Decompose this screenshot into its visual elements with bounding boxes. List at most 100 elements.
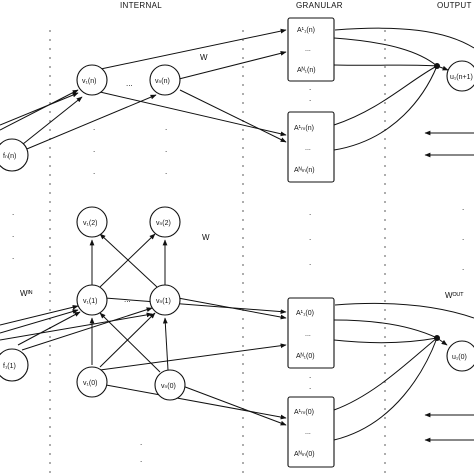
edge-input-to-v1n	[0, 89, 79, 131]
vdot-b: .	[93, 145, 95, 154]
w-label-top: W	[200, 53, 208, 62]
vdot-k: .	[309, 233, 311, 242]
vdot-j: .	[309, 208, 311, 217]
node-vN-1-label: vₙ(1)	[156, 298, 171, 305]
box-bottom-upper	[287, 297, 335, 369]
edge-v1-1-to-box-upper	[104, 297, 287, 314]
vdot-h: .	[12, 230, 14, 239]
vdot-m: .	[462, 203, 464, 212]
vdot-a: .	[93, 123, 95, 132]
vdots-bottom-box-1: .	[309, 371, 311, 380]
edge-box-b-upper-to-output-b	[333, 337, 438, 344]
node-v1-0-label: v₁(0)	[83, 380, 97, 387]
box-bottom-upper-line3: Aᴺ₁(0)	[296, 353, 315, 360]
edge-box-upper-to-output	[333, 37, 438, 67]
edge-vN-0-to-box-lower	[179, 384, 287, 426]
box-bottom-upper-line1: A¹₁(0)	[296, 310, 314, 317]
vdot-d: .	[165, 123, 167, 132]
box-top-lower-line1: A¹ₘ(n)	[294, 125, 314, 132]
box-bottom-upper-line2: ...	[305, 331, 311, 338]
box-top-lower-line3: Aᴺₘ(n)	[294, 167, 315, 174]
edge-box-upper-to-output-b	[333, 64, 438, 67]
vdot-i: .	[12, 252, 14, 261]
column-separators	[49, 30, 386, 474]
edge-box-b-lower-to-output	[333, 337, 438, 411]
edge-vN-1-to-v1-2	[99, 233, 158, 288]
vdots-top-box-1: .	[309, 83, 311, 92]
w-label-middle: W	[202, 233, 210, 242]
vdot-c: .	[93, 167, 95, 176]
edge-vN-0-to-vN-1	[162, 317, 169, 371]
edge-in-2	[0, 309, 79, 334]
vdot-g: .	[12, 208, 14, 217]
vdot-l: .	[309, 258, 311, 267]
node-fn	[0, 138, 29, 172]
edge-vN-to-box-lower	[179, 89, 287, 143]
node-v1-1-label: v₁(1)	[83, 298, 97, 305]
edge-f1-to-v1-1	[17, 311, 81, 346]
w-out-label: Wᴼᵁᵀ	[445, 291, 464, 300]
edge-vN-to-box-upper	[174, 50, 287, 81]
header-internal: INTERNAL	[120, 1, 162, 10]
node-v1-1	[76, 284, 108, 316]
node-v1n	[76, 64, 108, 96]
box-top-upper-line1: A¹₁(n)	[297, 27, 315, 34]
node-v1-0	[76, 366, 108, 398]
node-v1-2-label: v₁(2)	[83, 220, 97, 227]
box-top-upper-line3: Aᴺ₁(n)	[297, 67, 316, 74]
vdot-f: .	[165, 167, 167, 176]
vdots-top-box-2: .	[309, 94, 311, 103]
w-in-label: Wᴵᴺ	[20, 289, 33, 298]
vdots-bottom-box-2: .	[309, 382, 311, 391]
box-top-upper-line2: ...	[305, 46, 311, 53]
vdot-e: .	[165, 145, 167, 154]
box-bottom-lower	[287, 396, 335, 468]
edge-v1-1-to-vN-2	[99, 233, 156, 288]
node-output-bottom	[446, 340, 474, 372]
vertical-dots: . . . . . . . . . . . . . . . . .	[12, 123, 464, 464]
top-section: fₙ(n) v₁(n) vₙ(n) ... W A¹₁(n) ... Aᴺ₁(n…	[0, 17, 474, 183]
edge-box-b-upper-to-output	[333, 319, 438, 339]
edge-vN-0-to-v1-1	[99, 312, 161, 373]
edge-vN-1-to-box-upper	[177, 297, 287, 320]
edge-v1-to-box-lower	[99, 91, 287, 137]
node-output-bottom-label: u₁(0)	[452, 354, 467, 361]
edge-in-1	[0, 304, 79, 326]
node-vN-2-label: vₙ(2)	[156, 220, 171, 227]
header-granular: GRANULAR	[296, 1, 343, 10]
vdot-q: .	[140, 455, 142, 464]
edge-in-3	[0, 312, 153, 341]
node-vN-1	[149, 284, 181, 316]
ellipsis-top-v: ...	[126, 79, 133, 88]
box-bottom-lower-line1: A¹ₘ(0)	[294, 409, 314, 416]
node-output-top	[446, 60, 474, 92]
edge-output-curve-bottom	[334, 303, 474, 319]
edge-input-to-v1n-b	[0, 92, 79, 126]
node-f1	[0, 348, 29, 382]
edge-f1-to-vN-1	[21, 307, 153, 351]
node-v1-2	[76, 206, 108, 238]
box-top-lower	[287, 111, 335, 183]
box-top-lower-line2: ...	[305, 145, 311, 152]
node-f1-label: f₁(1)	[3, 363, 16, 370]
node-fn-label: fₙ(n)	[3, 153, 16, 160]
edge-fn-to-v1n	[17, 96, 83, 149]
node-vN-0	[154, 369, 186, 401]
vdot-o: .	[462, 263, 464, 272]
node-vNn	[149, 64, 181, 96]
edge-box-b-lower-to-output-b	[333, 337, 438, 441]
node-output-top-label: u₁(n+1)	[450, 74, 473, 81]
edge-output-curve-top	[334, 27, 474, 49]
edge-v1-0-to-box-upper	[99, 343, 287, 371]
edge-v1-0-to-box-lower	[105, 384, 287, 420]
edge-box-lower-to-output	[333, 65, 438, 126]
node-vN-0-label: vₙ(0)	[161, 383, 176, 390]
ellipsis-bottom-v: ...	[124, 295, 131, 304]
box-bottom-lower-line2: ...	[305, 429, 311, 436]
vdot-n: .	[462, 233, 464, 242]
bottom-section: v₁(2) vₙ(2) W v₁(1) vₙ(1) ... v₁(0) vₙ(0…	[0, 206, 474, 468]
box-bottom-lower-line3: Aᴺₘ(0)	[294, 451, 315, 458]
node-v1n-label: v₁(n)	[82, 78, 96, 85]
header-output: OUTPUT	[437, 1, 472, 10]
